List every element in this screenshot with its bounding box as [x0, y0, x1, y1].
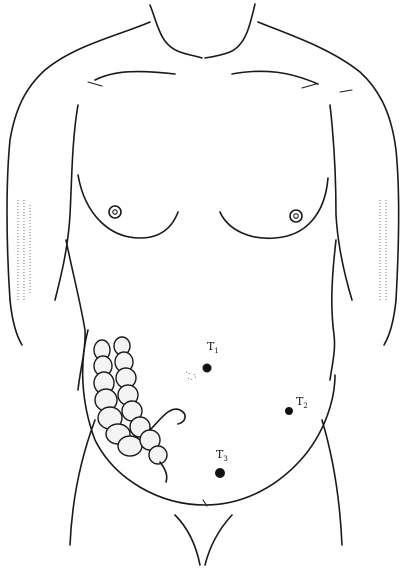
right-flank — [330, 240, 336, 380]
pubic-left — [175, 515, 200, 565]
label-t2: T2 — [296, 395, 308, 410]
right-clavicle — [232, 71, 318, 84]
label-t3: T3 — [216, 448, 228, 463]
left-breast-contour — [78, 175, 178, 238]
left-inner-arm — [55, 105, 78, 300]
right-nipple — [290, 210, 302, 222]
label-t1: T1 — [207, 340, 219, 355]
neck-right-outline — [205, 4, 255, 58]
right-areola-center — [294, 214, 298, 218]
left-shoulder-outline — [7, 22, 150, 300]
right-clavicle-tick — [302, 84, 316, 88]
neck-left-outline — [150, 5, 202, 58]
left-armpit-shading — [18, 200, 30, 300]
pubic-right — [205, 515, 232, 565]
left-clavicle — [95, 72, 175, 80]
left-groin — [70, 420, 95, 545]
right-shoulder-outline — [258, 22, 399, 300]
right-groin — [322, 420, 342, 545]
right-arm-lower — [384, 300, 396, 345]
right-breast-contour — [220, 178, 328, 238]
left-areola-center — [113, 210, 117, 214]
right-armpit-shading — [380, 200, 386, 300]
right-shoulder-tick — [340, 90, 352, 92]
tumor-t2-marker — [285, 407, 293, 415]
tumor-t1-marker — [186, 364, 212, 381]
left-arm-lower — [10, 300, 22, 345]
tumor-t3-marker — [215, 468, 225, 478]
left-nipple — [109, 206, 121, 218]
left-clavicle-tick — [88, 82, 102, 86]
